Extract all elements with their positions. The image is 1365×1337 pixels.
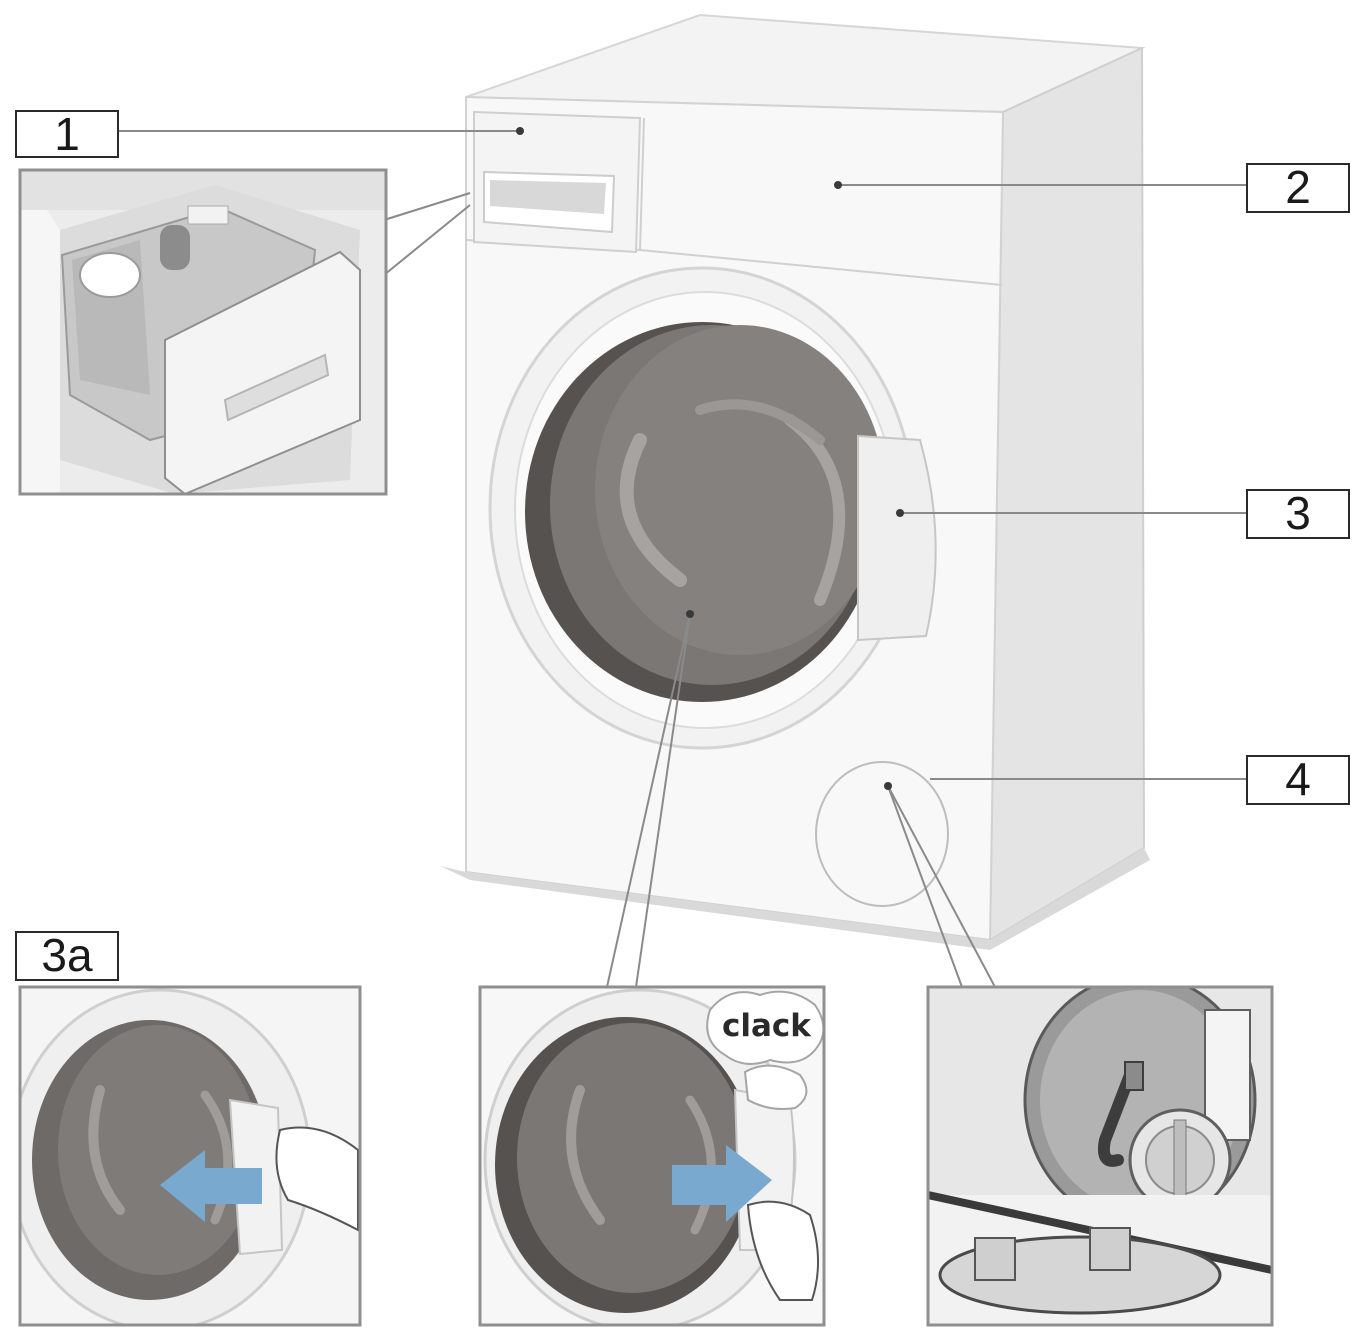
pump-filter-icon — [1097, 1069, 1136, 1167]
callout-pump-cover: 4 — [1246, 755, 1350, 805]
door-handle-icon — [488, 266, 937, 750]
arrow-right-icon — [672, 1145, 772, 1222]
pump-inset — [926, 985, 1274, 1327]
arrow-left-icon — [160, 1150, 262, 1222]
door-open-inset — [18, 985, 362, 1327]
leader-lines — [119, 130, 1246, 988]
callout-door: 3 — [1246, 489, 1350, 539]
callout-control-panel: 2 — [1246, 163, 1350, 213]
door-close-inset — [478, 985, 826, 1327]
detergent-drawer-icon — [473, 110, 642, 254]
callout-detergent-drawer: 1 — [15, 110, 119, 158]
callout-door-open-close: 3a — [15, 931, 119, 981]
hand-icon — [275, 1126, 359, 1232]
sound-label: clack — [722, 1008, 811, 1044]
drawer-inset — [18, 168, 388, 496]
pump-cover — [815, 761, 949, 907]
hand-icon — [746, 1200, 819, 1301]
